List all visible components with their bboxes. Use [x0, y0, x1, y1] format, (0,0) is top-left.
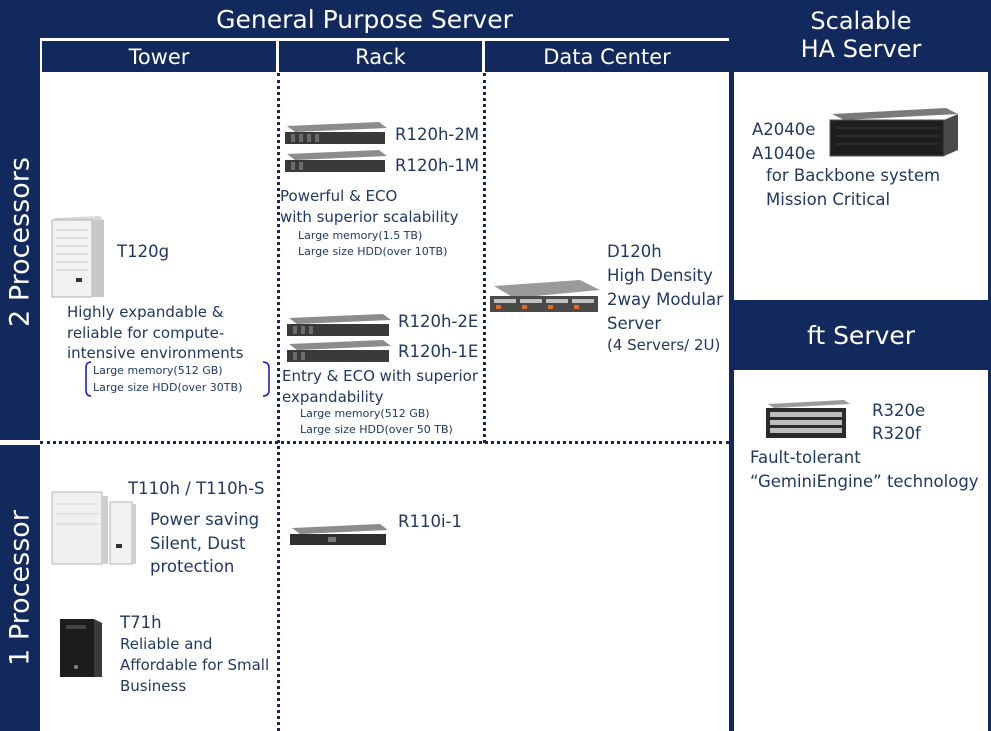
r120h-m-rack-image — [285, 122, 387, 172]
r120h-e-description: Entry & ECO with superior expandability — [282, 367, 479, 406]
t71h-model: T71h — [120, 613, 162, 632]
divider-tower-rack — [277, 73, 280, 731]
t120g-spec-hdd: Large size HDD(over 30TB) — [93, 381, 243, 394]
rack-header: Rack — [279, 41, 482, 72]
scalable-models: A2040e A1040e — [752, 120, 816, 163]
t120g-model: T120g — [117, 242, 170, 261]
t71h-description: Reliable and Affordable for Small Busine… — [120, 635, 270, 695]
divider-processor-rows — [40, 441, 729, 444]
r120h-2e-model: R120h-2E — [398, 312, 479, 331]
t120g-tower-image — [51, 216, 104, 298]
r120h-1m-model: R120h-1M — [395, 156, 480, 175]
r110i-rack-image — [290, 524, 388, 545]
t110h-model: T110h / T110h-S — [128, 479, 265, 498]
frame-center-divider — [729, 0, 734, 731]
t71h-tower-image — [60, 619, 102, 677]
divider-rack-datacenter — [483, 73, 486, 443]
two-processors-label: 2 Processors — [4, 157, 36, 327]
rack-title: Rack — [355, 44, 406, 69]
scalable-ha-header: Scalable HA Server — [734, 0, 988, 72]
r120h-m-description: Powerful & ECO with superior scalability — [280, 187, 459, 226]
r120h-1e-model: R120h-1E — [398, 342, 479, 361]
t120g-description: Highly expandable & reliable for compute… — [67, 303, 244, 363]
tower-header: Tower — [42, 41, 276, 72]
tower-title: Tower — [128, 44, 190, 69]
data-center-title: Data Center — [543, 44, 671, 69]
r120h-e-spec-memory: Large memory(512 GB) — [300, 407, 430, 420]
general-purpose-title: General Purpose Server — [216, 4, 513, 34]
frame-right-edge — [988, 0, 991, 731]
t120g-specs-bracket — [85, 361, 270, 397]
data-center-header: Data Center — [485, 41, 729, 72]
t110h-description: Power saving Silent, Dust protection — [150, 510, 260, 577]
t110h-tower-image — [51, 491, 136, 565]
frame-left-band — [0, 0, 40, 731]
r120h-e-spec-hdd: Large size HDD(over 50 TB) — [300, 423, 453, 436]
general-purpose-header: General Purpose Server — [0, 0, 729, 38]
d120h-note: (4 Servers/ 2U) — [607, 336, 721, 354]
scalable-description: for Backbone system Mission Critical — [766, 166, 941, 209]
t120g-spec-memory: Large memory(512 GB) — [93, 364, 223, 377]
r120h-m-spec-memory: Large memory(1.5 TB) — [298, 229, 423, 242]
scalable-ha-title: Scalable HA Server — [800, 7, 922, 63]
d120h-description: D120h High Density 2way Modular Server — [607, 242, 723, 333]
d120h-modular-image — [490, 280, 600, 312]
r120h-e-rack-image — [287, 314, 391, 362]
r120h-m-spec-hdd: Large size HDD(over 10TB) — [298, 245, 448, 258]
ft-server-title: ft Server — [806, 320, 916, 350]
ft-server-header: ft Server — [734, 300, 988, 370]
r320e-ft-image — [766, 400, 850, 438]
r110i-model: R110i-1 — [398, 512, 462, 531]
r120h-2m-model: R120h-2M — [395, 125, 480, 144]
ft-models: R320e R320f — [872, 401, 926, 444]
one-processor-label: 1 Processor — [4, 510, 36, 666]
ft-description: Fault-tolerant “GeminiEngine” technology — [750, 448, 979, 491]
a2040e-scalable-image — [829, 108, 958, 157]
frame-left-split — [0, 440, 40, 445]
